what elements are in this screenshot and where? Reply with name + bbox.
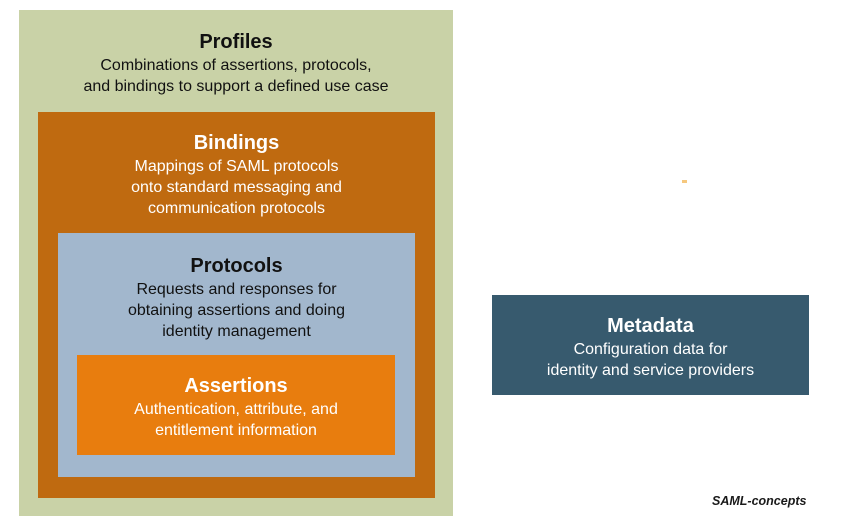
assertions-box: Assertions Authentication, attribute, an… [77,355,395,455]
orange-speck-artifact [682,180,687,183]
protocols-description: Requests and responses for obtaining ass… [127,281,346,340]
profiles-title: Profiles [199,31,273,53]
metadata-title: Metadata [607,315,694,337]
profiles-description: Combinations of assertions, protocols, a… [83,57,389,95]
figure-caption: SAML-concepts [712,494,807,508]
bindings-description: Mappings of SAML protocols onto standard… [131,158,342,217]
protocols-title: Protocols [190,255,283,277]
metadata-description: Configuration data for identity and serv… [546,341,755,379]
metadata-box: Metadata Configuration data for identity… [492,295,809,395]
assertions-description: Authentication, attribute, and entitleme… [134,401,338,439]
assertions-title: Assertions [184,375,288,397]
bindings-title: Bindings [193,132,280,154]
